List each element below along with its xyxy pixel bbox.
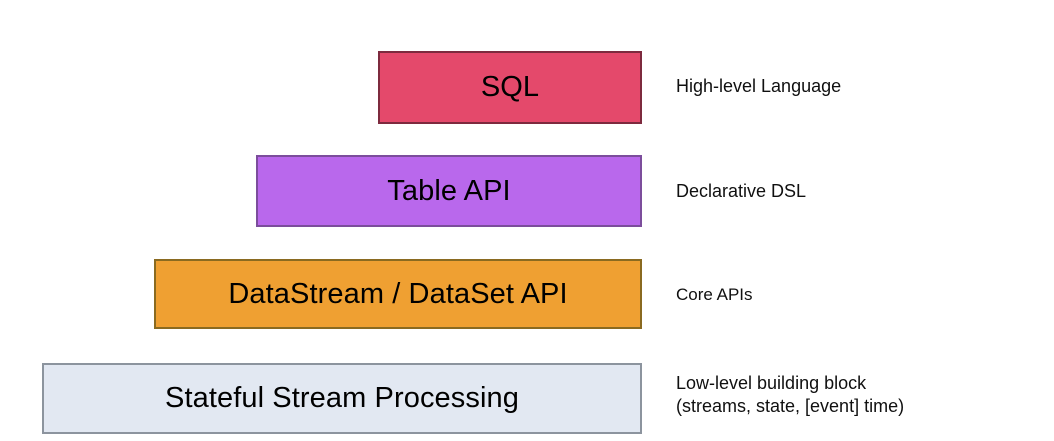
layer-box-datastream-dataset-api: DataStream / DataSet API: [154, 259, 642, 329]
layer-box-stateful-stream-processing: Stateful Stream Processing: [42, 363, 642, 434]
layer-label-line-1: Low-level building block: [676, 373, 867, 393]
layer-label-stateful-stream-processing: Low-level building block (streams, state,…: [676, 372, 904, 419]
layer-label-core-apis: Core APIs: [676, 285, 753, 304]
layer-box-sql: SQL: [378, 51, 642, 124]
layer-label-sql: High-level Language: [676, 76, 842, 96]
layer-label-table-api: Declarative DSL: [676, 181, 807, 201]
layer-label-line-2: (streams, state, [event] time): [676, 396, 905, 417]
layer-box-table-api: Table API: [256, 155, 642, 227]
